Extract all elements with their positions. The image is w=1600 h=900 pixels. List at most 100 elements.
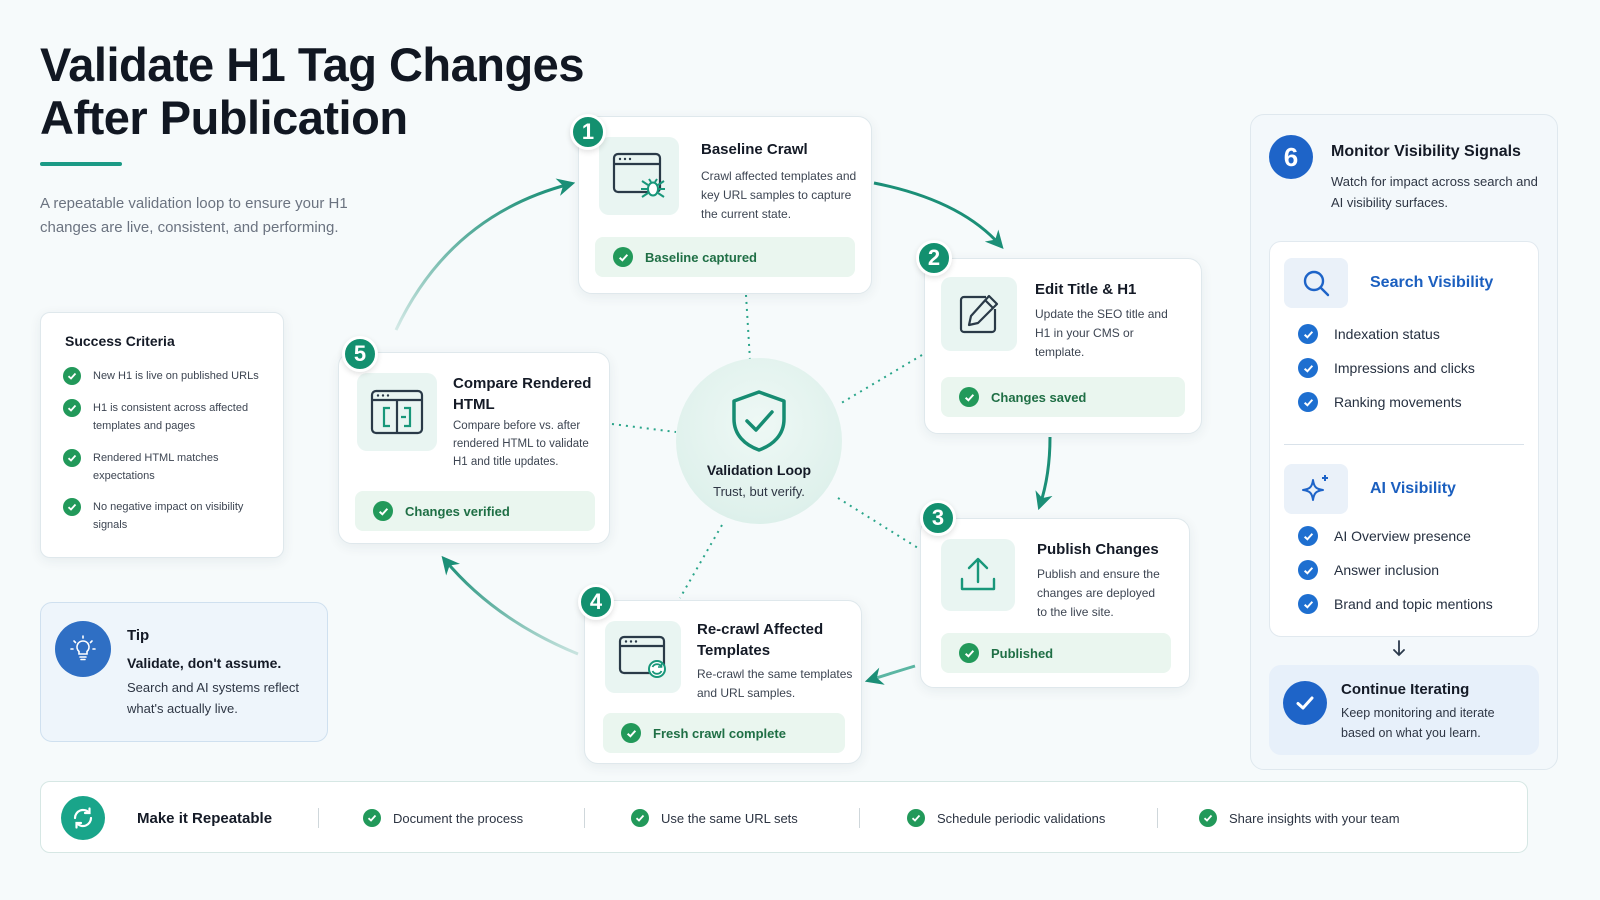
monitor-desc: Watch for impact across search and AI vi… (1331, 174, 1538, 210)
step-number-badge: 5 (342, 336, 378, 372)
step-status: Changes verified (355, 491, 595, 531)
page-subtitle: A repeatable validation loop to ensure y… (40, 195, 348, 236)
step-desc: Compare before vs. after rendered HTML t… (453, 420, 589, 468)
arrow-1-to-2 (873, 181, 1004, 250)
step-desc: Update the SEO title and H1 in your CMS … (1035, 307, 1168, 359)
hub-title: Validation Loop (706, 462, 812, 478)
repeat-cycle-icon (61, 796, 105, 840)
check-icon (959, 387, 979, 407)
ai-sparkle-icon (1284, 464, 1348, 514)
make-it-repeatable-bar: Make it Repeatable Document the process … (40, 781, 1528, 853)
shield-check-icon (732, 390, 786, 452)
arrow-down-icon (1393, 640, 1405, 657)
step-number-badge: 4 (578, 584, 614, 620)
tip-card: Tip Validate, don't assume. Search and A… (40, 602, 328, 742)
tip-text: Search and AI systems reflect what's act… (127, 680, 299, 716)
repeatable-item: Use the same URL sets (631, 782, 798, 854)
repeatable-item: Document the process (363, 782, 523, 854)
check-icon (1298, 358, 1318, 378)
success-criteria-title: Success Criteria (65, 333, 175, 349)
page-title: Validate H1 Tag Changes After Publicatio… (40, 38, 660, 144)
criteria-item: Rendered HTML matches expectations (63, 449, 265, 485)
criteria-item: No negative impact on visibility signals (63, 498, 265, 534)
arrow-2-to-3 (1035, 436, 1053, 511)
step-status: Baseline captured (595, 237, 855, 277)
check-icon (1298, 594, 1318, 614)
search-visibility-item: Ranking movements (1298, 392, 1462, 412)
step-status: Published (941, 633, 1171, 673)
check-icon (1298, 526, 1318, 546)
step-card-compare-html: Compare Rendered HTML Compare before vs.… (338, 352, 610, 544)
hub-subtitle: Trust, but verify. (713, 484, 805, 499)
continue-text: Keep monitoring and iterate based on wha… (1341, 706, 1495, 740)
check-icon (1298, 560, 1318, 580)
upload-icon (941, 539, 1015, 611)
step-title: Edit Title & H1 (1035, 281, 1137, 298)
search-visibility-title: Search Visibility (1370, 274, 1494, 291)
step-desc: Re-crawl the same templates and URL samp… (697, 667, 853, 700)
title-accent-bar (40, 162, 122, 166)
search-icon (1284, 258, 1348, 308)
check-icon (613, 247, 633, 267)
separator (318, 808, 319, 828)
step-card-edit-title-h1: Edit Title & H1 Update the SEO title and… (924, 258, 1202, 434)
search-visibility-item: Impressions and clicks (1298, 358, 1475, 378)
edit-pencil-icon (941, 277, 1017, 351)
step-card-publish-changes: Publish Changes Publish and ensure the c… (920, 518, 1190, 688)
criteria-item: H1 is consistent across affected templat… (63, 399, 265, 435)
separator (859, 808, 860, 828)
bottom-bar-title: Make it Repeatable (137, 809, 273, 827)
title-line-1: Validate H1 Tag Changes (40, 38, 584, 91)
repeatable-item: Schedule periodic validations (907, 782, 1105, 854)
step-number-badge-blue: 6 (1269, 135, 1313, 179)
separator (1157, 808, 1158, 828)
arrow-5-to-1 (394, 178, 576, 331)
browser-spider-icon (599, 137, 679, 215)
lightbulb-icon (55, 621, 111, 677)
ai-visibility-item: AI Overview presence (1298, 526, 1471, 546)
ai-visibility-item: Brand and topic mentions (1298, 594, 1493, 614)
check-icon (363, 809, 381, 827)
step-status: Fresh crawl complete (603, 713, 845, 753)
step-card-recrawl-templates: Re-crawl Affected Templates Re-crawl the… (584, 600, 862, 764)
step-number-badge: 1 (570, 114, 606, 150)
criteria-item: New H1 is live on published URLs (63, 367, 265, 385)
step-title: Re-crawl Affected Templates (697, 621, 824, 659)
step-desc: Publish and ensure the changes are deplo… (1037, 567, 1160, 619)
ai-visibility-title: AI Visibility (1370, 480, 1456, 497)
monitor-panel: 6 Monitor Visibility Signals Watch for i… (1250, 114, 1558, 770)
check-icon (63, 449, 81, 467)
step-title: Compare Rendered HTML (453, 375, 592, 413)
check-circle-icon (1283, 681, 1327, 725)
check-icon (63, 367, 81, 385)
section-divider (1284, 444, 1524, 445)
arrow-3-to-4 (864, 664, 916, 685)
repeatable-item: Share insights with your team (1199, 782, 1400, 854)
step-card-baseline-crawl: Baseline Crawl Crawl affected templates … (578, 116, 872, 294)
step-title: Publish Changes (1037, 541, 1159, 558)
check-icon (1298, 324, 1318, 344)
ai-visibility-item: Answer inclusion (1298, 560, 1439, 580)
check-icon (959, 643, 979, 663)
search-visibility-item: Indexation status (1298, 324, 1440, 344)
continue-title: Continue Iterating (1341, 681, 1470, 698)
check-icon (1199, 809, 1217, 827)
check-icon (907, 809, 925, 827)
browser-refresh-icon (605, 621, 681, 693)
visibility-inner-card: Search Visibility Indexation status Impr… (1269, 241, 1539, 637)
step-status: Changes saved (941, 377, 1185, 417)
step-number-badge: 3 (920, 500, 956, 536)
validation-loop-hub: Validation Loop Trust, but verify. (676, 358, 842, 524)
check-icon (1298, 392, 1318, 412)
success-criteria-card: Success Criteria New H1 is live on publi… (40, 312, 284, 558)
step-title: Baseline Crawl (701, 141, 808, 158)
step-number-badge: 2 (916, 240, 952, 276)
arrow-4-to-5 (441, 555, 579, 656)
title-line-2: After Publication (40, 91, 408, 144)
separator (584, 808, 585, 828)
check-icon (63, 399, 81, 417)
check-icon (631, 809, 649, 827)
check-icon (373, 501, 393, 521)
step-desc: Crawl affected templates and key URL sam… (701, 169, 857, 221)
tip-headline: Validate, don't assume. (127, 655, 282, 671)
